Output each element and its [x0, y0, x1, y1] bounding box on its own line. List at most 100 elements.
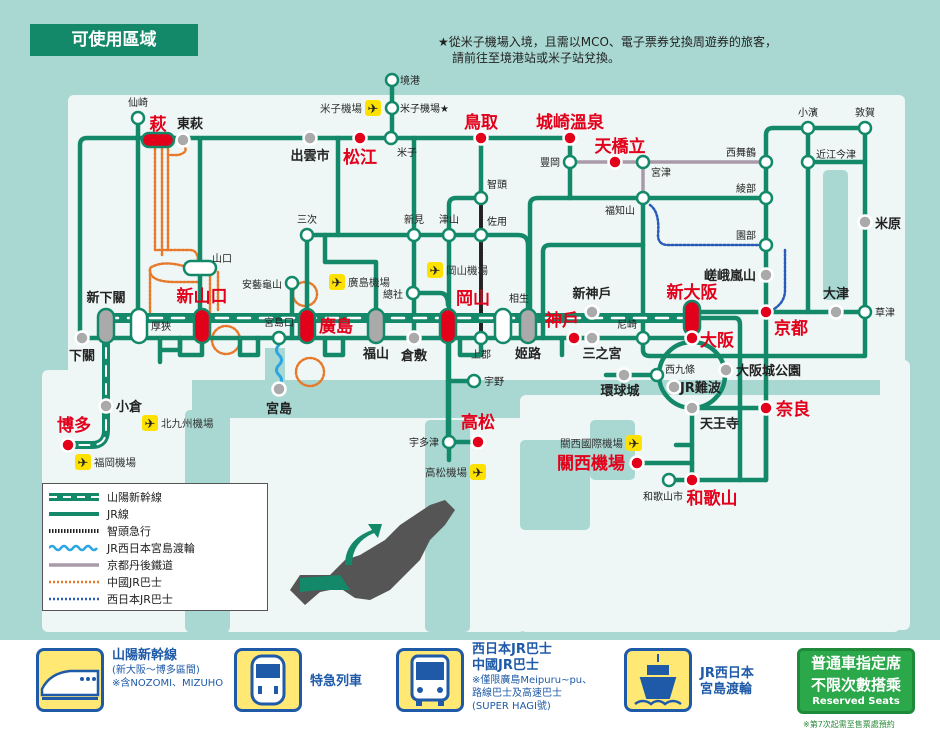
- station-label: 西九條: [665, 363, 695, 376]
- station-12: 宮津: [635, 154, 671, 179]
- station-marker: [493, 307, 513, 345]
- airport: ✈高松機場: [425, 464, 486, 481]
- station-marker: [562, 130, 578, 146]
- station-marker: [758, 190, 774, 206]
- station-61: 宇多津: [409, 434, 457, 450]
- legend-label: 山陽新幹線: [107, 490, 162, 504]
- airplane-icon: ✈: [368, 102, 379, 117]
- station-label: 京都: [774, 318, 808, 339]
- station-27: 山口: [182, 253, 232, 277]
- airplane-icon: ✈: [629, 437, 640, 452]
- station-label: 博多: [57, 415, 91, 436]
- station-49: 大津: [823, 286, 849, 320]
- station-label: 東萩: [177, 116, 203, 132]
- airplane-icon: ✈: [473, 466, 484, 481]
- bus-icon: [396, 648, 464, 712]
- station-label: 綾部: [736, 182, 756, 195]
- station-marker: [299, 227, 315, 243]
- bus-note-3: (SUPER HAGI號): [472, 701, 551, 712]
- sea-area: [520, 440, 590, 530]
- station-marker: [473, 330, 489, 346]
- reserved-line-3: Reserved Seats: [812, 696, 900, 707]
- airport-icon: [365, 100, 381, 116]
- reserved-note: ※第7次起需至售票處預約: [803, 720, 895, 729]
- station-marker: [758, 304, 774, 320]
- station-label: 新見: [404, 213, 424, 226]
- legend-swatch-icon: [49, 528, 99, 533]
- shinkansen-item: 山陽新幹線 (新大阪～博多區間) ※含NOZOMI、MIZUHO: [36, 648, 223, 712]
- station-39: 相生: [493, 292, 529, 345]
- station-15: 敦賀: [855, 106, 875, 136]
- station-label: 岡山: [456, 289, 490, 309]
- station-13: 西舞鶴: [726, 146, 774, 170]
- bus-title-2: 中國JR巴士: [472, 658, 539, 673]
- station-marker: [192, 307, 212, 345]
- station-label: 宮島口: [264, 316, 294, 329]
- station-label: 城崎溫泉: [536, 112, 605, 133]
- station-marker: [758, 267, 774, 283]
- ferry-item: JR西日本 宮島渡輪: [624, 648, 754, 712]
- station-marker: [635, 190, 651, 206]
- station-marker: [405, 285, 421, 301]
- station-label: 智頭: [487, 178, 507, 191]
- station-label: 福山: [362, 346, 389, 362]
- station-label: 西舞鶴: [726, 146, 756, 159]
- station-marker: [175, 132, 191, 148]
- legend-swatch-icon: [49, 544, 98, 551]
- station-8: 鳥取: [464, 112, 498, 146]
- legend-swatch-icon: [49, 492, 99, 501]
- jr-line: [446, 195, 484, 463]
- station-4: 萩: [140, 114, 176, 149]
- express-train-icon: [234, 648, 302, 712]
- station-label: 天王寺: [700, 416, 739, 432]
- shinkansen-icon: [36, 648, 104, 712]
- station-57: 天王寺: [684, 400, 739, 432]
- station-label: 境港: [400, 74, 420, 87]
- legend-item-jr: JR線: [49, 505, 261, 522]
- station-marker: [406, 330, 422, 346]
- station-marker: [800, 120, 816, 136]
- legend-item-shinkansen: 山陽新幹線: [49, 488, 261, 505]
- jr-line: [540, 242, 646, 341]
- station-marker: [96, 307, 116, 345]
- station-label: 倉敷: [400, 348, 428, 364]
- station-marker: [271, 381, 287, 397]
- station-6: 出雲市: [290, 130, 330, 164]
- station-label: 安藝龜山: [242, 278, 282, 291]
- airport-icon: [427, 262, 443, 278]
- station-marker: [758, 154, 774, 170]
- station-31: 下關: [69, 330, 95, 364]
- legend-item-tango: 京都丹後鐵道: [49, 556, 261, 573]
- station-label: 萩: [150, 114, 167, 135]
- miyajima-ferry-route: [275, 343, 283, 387]
- jr-line: [457, 335, 484, 358]
- shinkansen-title: 山陽新幹線: [112, 648, 178, 663]
- station-label: 新大阪: [667, 282, 718, 303]
- airport-label: 北九州機場: [161, 417, 214, 430]
- station-16: 近江今津: [800, 148, 856, 170]
- station-label: 高松: [461, 412, 495, 433]
- airport-icon: [75, 454, 91, 470]
- station-marker: [857, 214, 873, 230]
- station-0: 境港: [384, 72, 420, 88]
- shinkansen-section: (新大阪～博多區間): [112, 665, 200, 676]
- station-1: 米子機場★: [384, 100, 449, 116]
- station-marker: [562, 154, 578, 170]
- station-marker: [800, 154, 816, 170]
- station-marker: [366, 307, 386, 345]
- station-marker: [438, 307, 458, 345]
- station-marker: [828, 304, 844, 320]
- station-marker: [684, 400, 700, 416]
- station-33: 新山口: [177, 286, 228, 345]
- station-marker: [473, 130, 489, 146]
- station-55: JR難波: [666, 379, 722, 396]
- station-marker: [129, 307, 149, 345]
- station-label: 鳥取: [464, 112, 498, 133]
- ferry-title-2: 宮島渡輪: [700, 682, 753, 697]
- station-19: 綾部: [736, 182, 774, 206]
- sea-area: [255, 395, 520, 417]
- station-label: 園部: [736, 229, 756, 242]
- station-label: 總社: [383, 288, 403, 301]
- airport: ✈北九州機場: [142, 415, 214, 432]
- station-label: 出雲市: [290, 148, 329, 164]
